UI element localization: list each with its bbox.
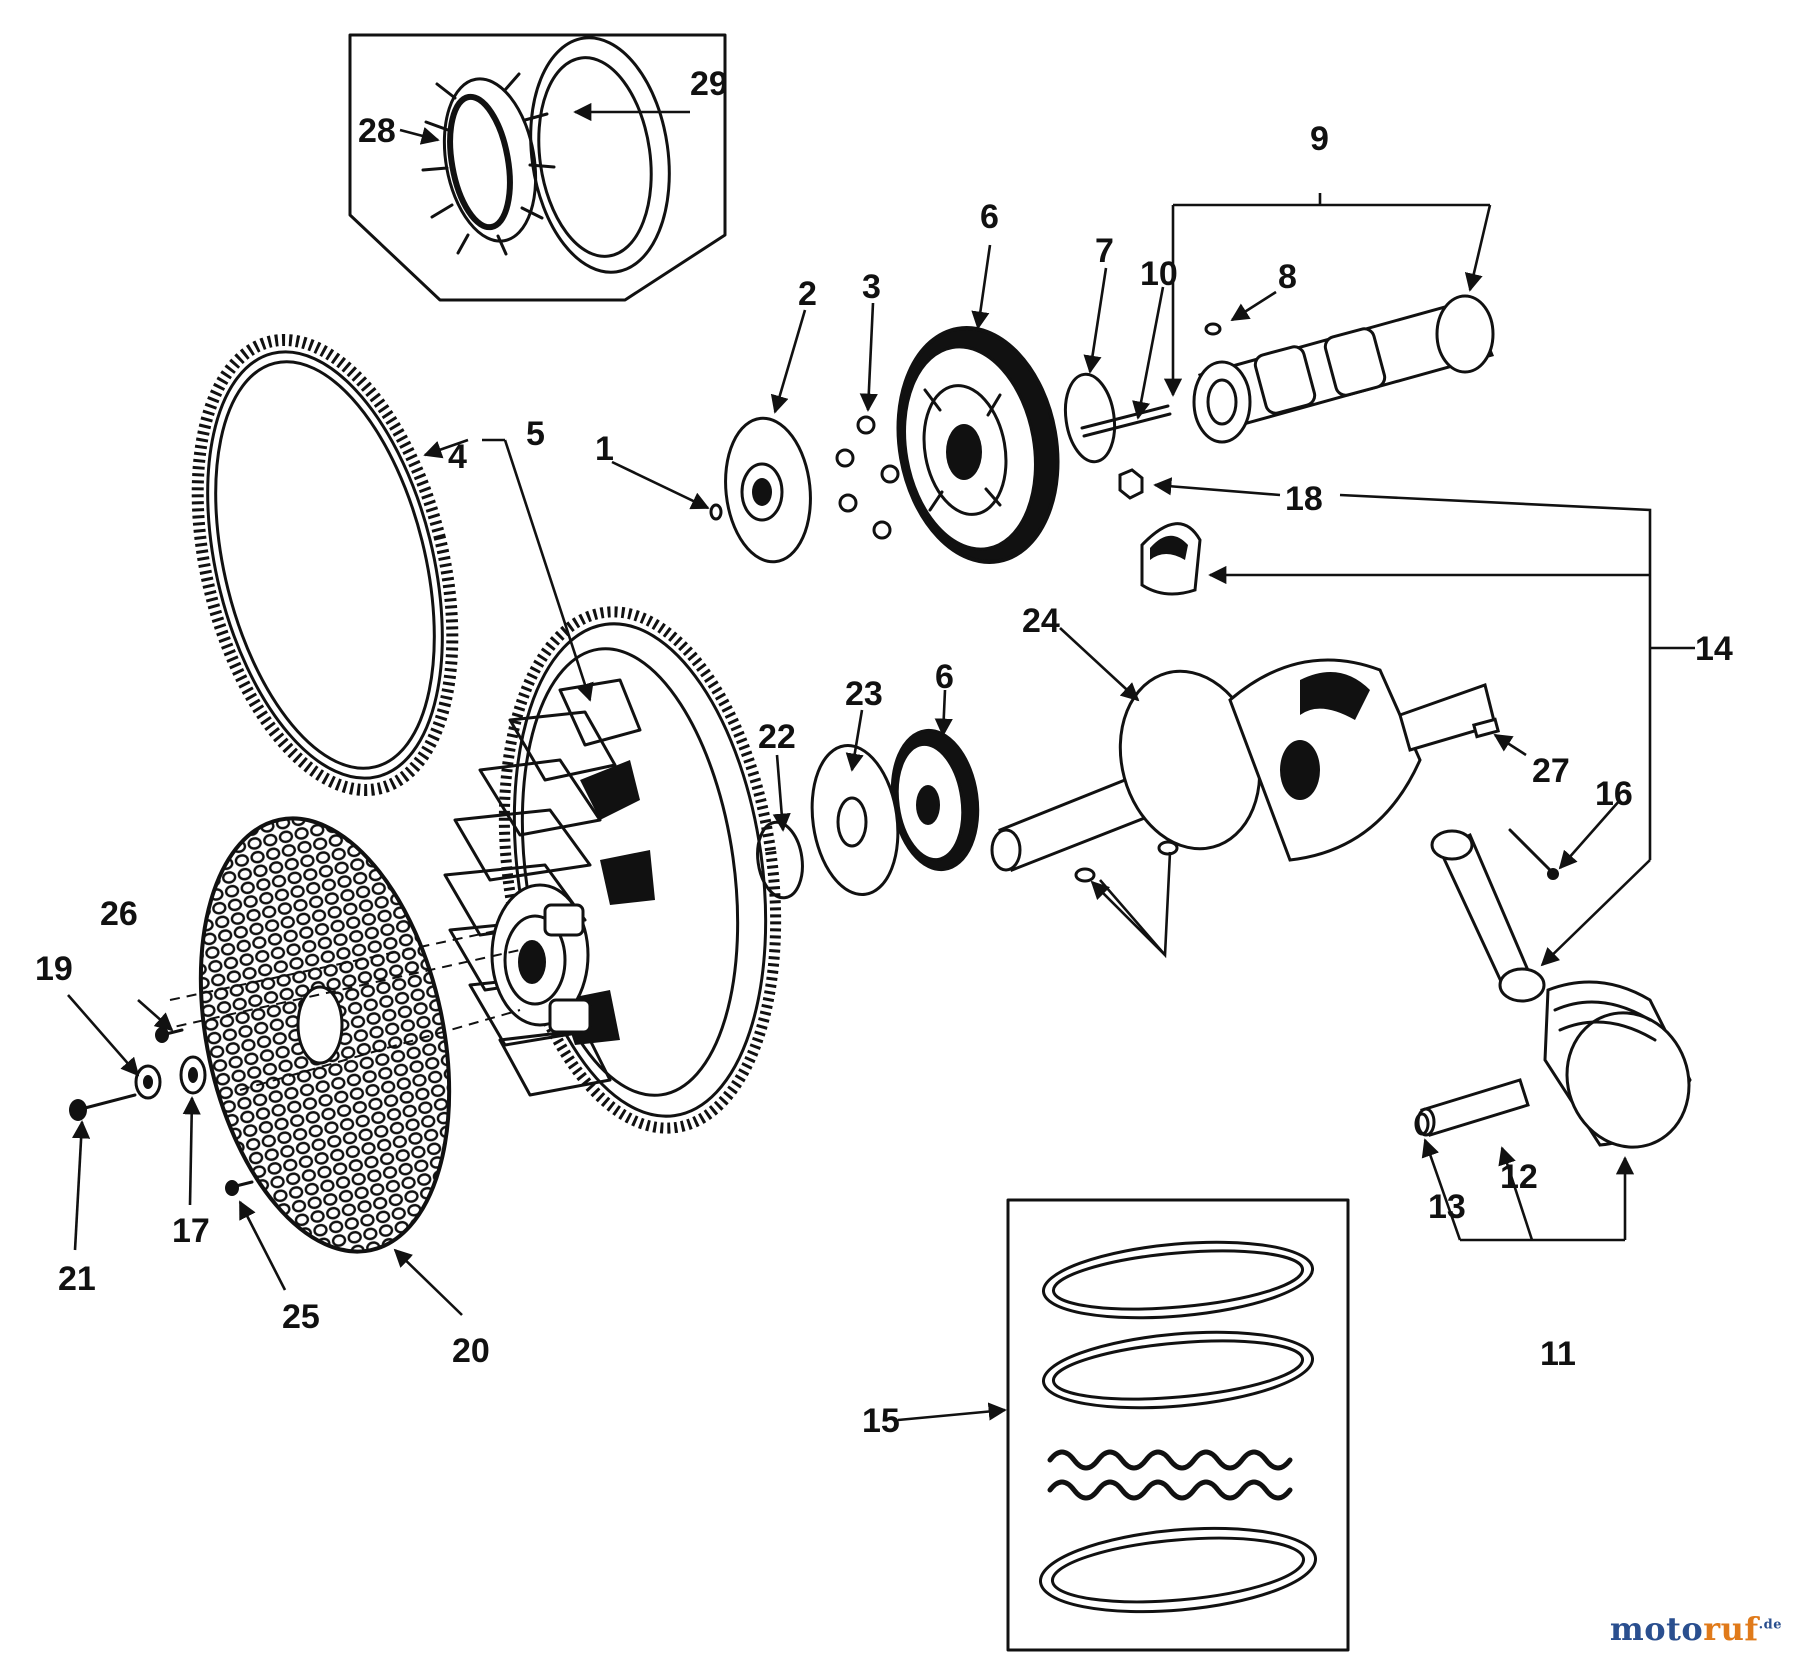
crank-keys (1074, 840, 1179, 883)
part-13-pin-retainer (1414, 1112, 1430, 1136)
part-29-washer (529, 36, 671, 274)
part-27-key (1471, 717, 1501, 739)
part-19-washer (134, 1064, 162, 1100)
callout-12: 12 (1500, 1158, 1538, 1196)
part-5-flywheel (443, 606, 782, 1134)
callout-14: 14 (1695, 630, 1733, 668)
callout-22: 22 (758, 718, 796, 756)
callout-10: 10 (1140, 255, 1178, 293)
callout-29: 29 (690, 65, 728, 103)
callout-18: 18 (1285, 480, 1323, 518)
part-17-lockwasher (179, 1055, 207, 1095)
part-4-ring-gear (191, 334, 459, 796)
callout-21: 21 (58, 1260, 96, 1298)
callout-27: 27 (1532, 752, 1570, 790)
part-16-connecting-rod (1430, 829, 1546, 1003)
callout-26: 26 (100, 895, 138, 933)
callout-labels: 1 2 3 4 5 6 6 7 8 9 10 11 12 13 14 15 16… (35, 65, 1733, 1440)
part-9-camshaft (1192, 294, 1495, 444)
part-3-balls (835, 415, 900, 540)
callout-17: 17 (172, 1212, 210, 1250)
part-18-nut (1118, 468, 1144, 500)
callout-15: 15 (862, 1402, 900, 1440)
callout-7: 7 (1095, 232, 1114, 270)
part-8-pin (1204, 322, 1222, 336)
part-1-retainer (709, 503, 723, 521)
part-21-bolt (69, 1093, 137, 1121)
bearing-cap (1140, 522, 1202, 596)
callout-8: 8 (1278, 258, 1297, 296)
watermark-suffix: .de (1758, 1617, 1782, 1633)
callout-20: 20 (452, 1332, 490, 1370)
part-24-crankshaft (990, 658, 1497, 872)
callout-11: 11 (1540, 1335, 1576, 1373)
part-20-screen (198, 816, 452, 1254)
callout-5: 5 (526, 415, 545, 453)
watermark-part1: moto (1609, 1610, 1704, 1648)
callout-6: 6 (980, 198, 999, 236)
watermark-part2: ruf (1703, 1610, 1759, 1648)
callout-16: 16 (1595, 775, 1633, 813)
part-16-bolt (1508, 828, 1559, 880)
part-6-cam-gear (896, 326, 1060, 564)
callout-25: 25 (282, 1298, 320, 1336)
part-2-governor-plate (724, 416, 812, 564)
callout-19: 19 (35, 950, 73, 988)
callout-23: 23 (845, 675, 883, 713)
part-11-piston (1543, 980, 1692, 1149)
part-25-screw (225, 1180, 254, 1196)
callout-4: 4 (448, 438, 467, 476)
inset-panel (348, 33, 727, 302)
callout-9: 9 (1310, 120, 1329, 158)
callout-1: 1 (595, 430, 614, 468)
part-12-piston-pin (1416, 1078, 1530, 1137)
callout-24: 24 (1022, 602, 1060, 640)
part-26-screw (155, 1027, 184, 1043)
callout-28: 28 (358, 112, 396, 150)
callout-3: 3 (862, 268, 881, 306)
leader-lines (67, 102, 1695, 1422)
part-15-ring-set (1006, 1198, 1350, 1652)
callout-13: 13 (1428, 1188, 1466, 1226)
part-6-crank-gear (890, 728, 980, 872)
part-10-pin (1080, 404, 1172, 438)
callout-2: 2 (798, 275, 817, 313)
part-28-spring-washer (421, 72, 556, 256)
watermark-logo: motoruf.de (1610, 1610, 1782, 1648)
part-23-washer (810, 744, 900, 896)
part-7-washer (1063, 372, 1117, 464)
callout-6-lower: 6 (935, 658, 954, 696)
